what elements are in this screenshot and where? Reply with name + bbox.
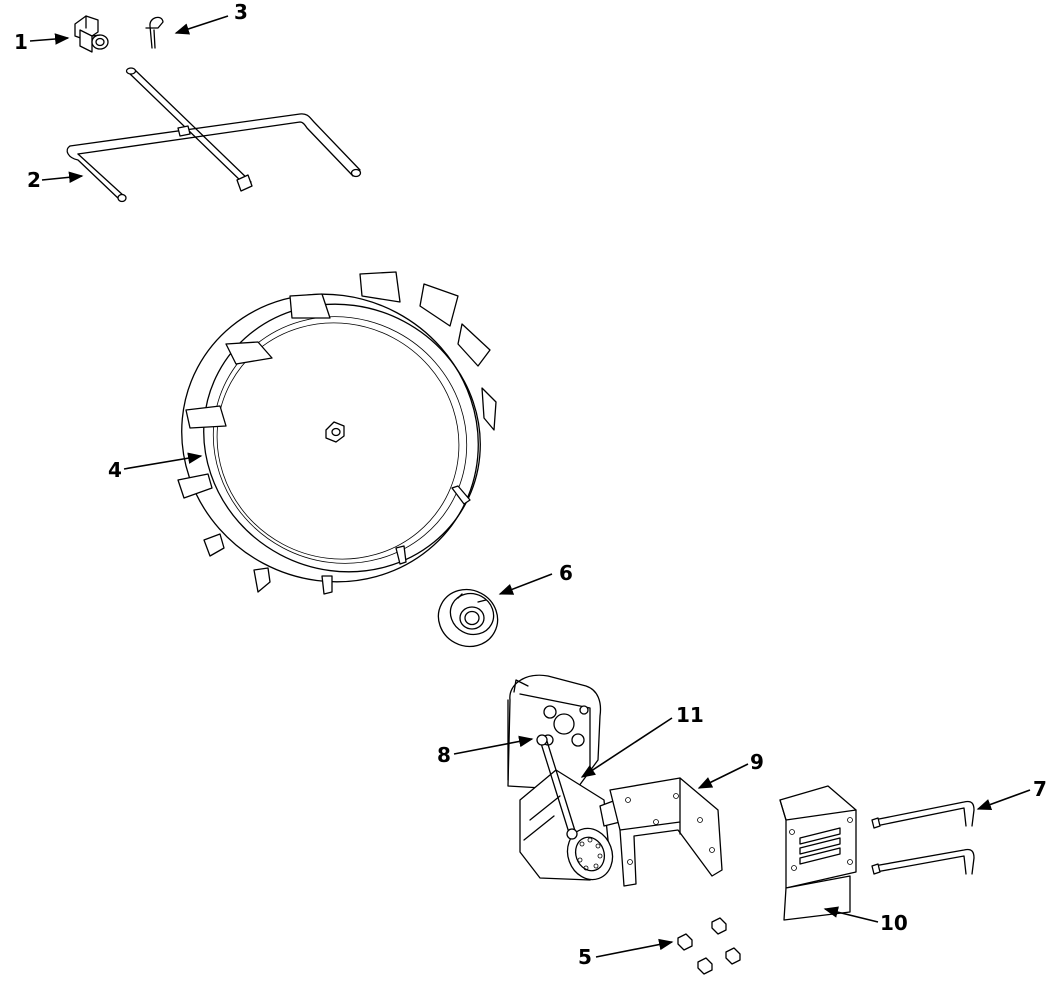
part-clip-fitting <box>74 15 109 53</box>
svg-text:8: 8 <box>437 743 451 767</box>
part-link-rod <box>536 734 578 840</box>
callout-3: 3 <box>174 0 248 35</box>
callout-10: 10 <box>823 906 908 935</box>
svg-text:7: 7 <box>1033 777 1047 801</box>
cover-vent-slots <box>799 827 841 865</box>
part-l-pins <box>871 800 975 875</box>
svg-text:5: 5 <box>578 945 592 969</box>
callout-4: 4 <box>108 452 203 482</box>
svg-text:1: 1 <box>14 30 28 54</box>
part-screws <box>677 917 741 975</box>
part-handle-bar <box>66 67 362 203</box>
callout-6: 6 <box>498 561 573 595</box>
callout-1: 1 <box>14 30 70 54</box>
svg-text:2: 2 <box>27 168 41 192</box>
callout-5: 5 <box>578 938 674 969</box>
callout-11: 11 <box>580 703 704 778</box>
part-mounting-bracket <box>609 777 723 887</box>
part-spiked-wheel <box>177 271 497 595</box>
svg-text:10: 10 <box>880 911 908 935</box>
callout-7: 7 <box>976 777 1047 810</box>
svg-text:6: 6 <box>559 561 573 585</box>
part-hair-pin <box>145 16 164 49</box>
part-cover-plate <box>779 785 857 921</box>
callout-8: 8 <box>437 735 534 767</box>
svg-text:4: 4 <box>108 458 122 482</box>
svg-text:11: 11 <box>676 703 704 727</box>
callouts: 1 2 3 4 5 6 7 8 <box>14 0 1047 969</box>
svg-text:9: 9 <box>750 750 764 774</box>
part-gear-motor <box>507 674 621 881</box>
motor-vent-holes <box>577 837 603 871</box>
callout-9: 9 <box>697 750 764 789</box>
part-hub-washer <box>437 588 499 648</box>
svg-text:3: 3 <box>234 0 248 24</box>
callout-2: 2 <box>27 168 84 192</box>
